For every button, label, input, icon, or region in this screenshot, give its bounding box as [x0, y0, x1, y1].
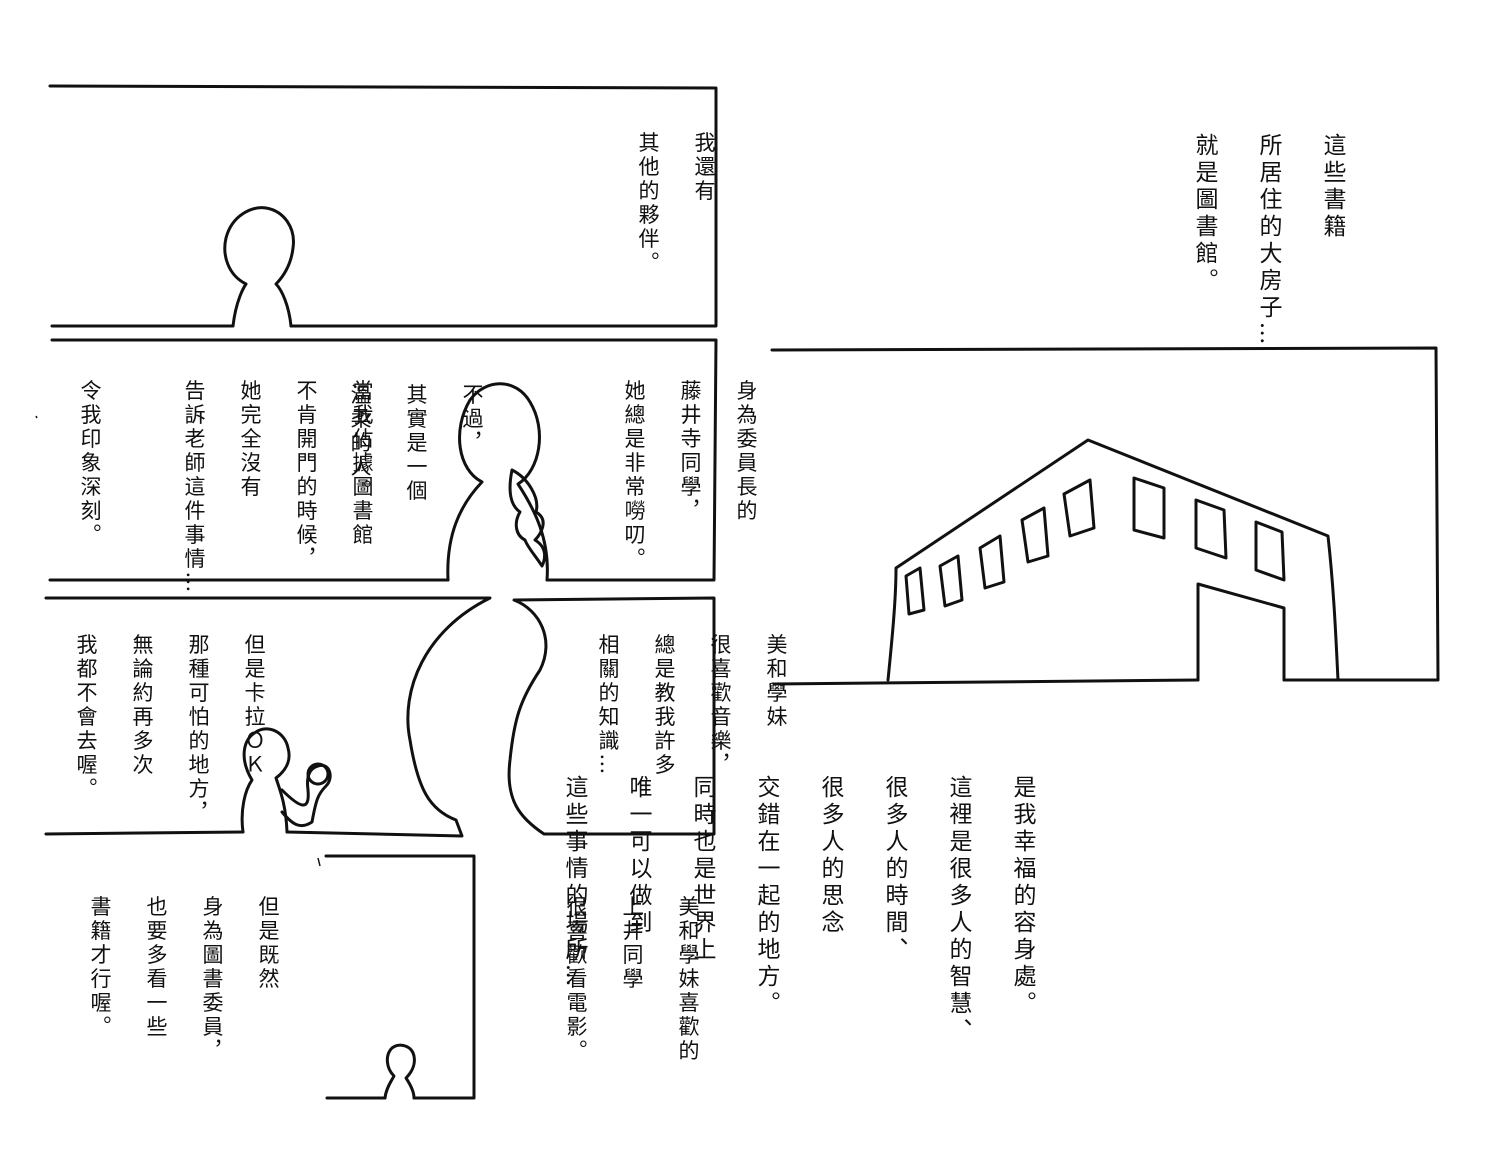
line: 這些事情的場所…	[561, 774, 587, 991]
bottom-caption-left: 但是既然 身為圖書委員， 也要多看一些 書籍才行喔。	[86, 876, 310, 1063]
library-entrance	[1196, 582, 1286, 682]
narration-library-top: 這些書籍 所居住的大房子… 就是圖書館。	[1188, 110, 1380, 349]
bottom-caption-right: 美和學妹喜歡的 上井同學 很喜歡看電影。	[562, 876, 730, 1063]
line: 其實是一個	[404, 383, 428, 504]
line: 是我幸福的容身處。	[1009, 774, 1035, 1018]
panel-3-left-border	[44, 596, 492, 838]
line: 很喜歡看電影。	[564, 895, 588, 1064]
panel-2-caption-left: 當我佔據圖書館 不肯開門的時候， 她完全沒有 告訴老師這件事情…	[180, 360, 404, 595]
panel-2-caption-far-left: 令我印象深刻。	[76, 360, 132, 547]
silhouette-with-mic	[240, 727, 291, 834]
window-2	[938, 554, 964, 608]
line: 不肯開門的時候，	[294, 379, 318, 572]
line: 告訴老師這件事情…	[182, 379, 206, 596]
line: 當我佔據圖書館	[350, 379, 374, 548]
panel-3-caption-right: 美和學妹 很喜歡音樂， 總是教我許多 相關的知識…	[594, 614, 818, 777]
window-7	[1194, 498, 1228, 560]
window-8	[1254, 520, 1286, 582]
line: 她完全沒有	[238, 379, 262, 500]
panel-2-caption-middle: 不過， 其實是一個 溫柔的人。	[346, 364, 514, 503]
window-5	[1062, 478, 1096, 538]
line: 也要多看一些	[144, 895, 168, 1040]
line: 總是教我許多	[652, 633, 676, 778]
line: 不過，	[460, 383, 484, 456]
silhouette-fujiidera	[446, 382, 549, 582]
line: 我都不會去喔。	[74, 633, 98, 802]
panel-4-border	[324, 854, 476, 1100]
silhouette-student-1	[223, 206, 295, 328]
window-3	[978, 534, 1006, 590]
library-panel-border	[770, 346, 1440, 686]
line: 身為圖書委員，	[200, 895, 224, 1064]
braid	[508, 468, 547, 568]
mic-arm	[280, 763, 332, 828]
microphone	[306, 762, 330, 786]
narration-library-bottom: 是我幸福的容身處。 這裡是很多人的智慧、 很多人的時間、 很多人的思念 交錯在一…	[558, 752, 1070, 1045]
line: 同時也是世界上	[689, 774, 715, 964]
line: 書籍才行喔。	[88, 895, 112, 1040]
line: 很多人的思念	[817, 774, 843, 937]
line: 她總是非常嘮叨。	[622, 379, 646, 572]
line: 唯一可以做到	[625, 774, 651, 937]
silhouette-student-2	[383, 1043, 416, 1100]
line: 溫柔的人。	[348, 383, 372, 504]
line: 美和學妹	[764, 633, 788, 730]
window-6	[1132, 476, 1166, 540]
panel-1-caption: 我還有 其他的夥伴。	[634, 112, 746, 275]
line: 這裡是很多人的智慧、	[945, 774, 971, 1045]
line: 令我印象深刻。	[78, 379, 102, 548]
panel-2-border	[48, 338, 718, 582]
line: 我還有	[692, 131, 716, 204]
line: 其他的夥伴。	[636, 131, 660, 276]
panel-2-caption-right: 身為委員長的 藤井寺同學， 她總是非常嘮叨。	[620, 360, 788, 571]
line: 所居住的大房子…	[1255, 132, 1281, 349]
line: 但是既然	[256, 895, 280, 992]
panel-3-caption-left: 但是卡拉ＯＫ 那種可怕的地方， 無論約再多次 我都不會去喔。	[72, 614, 296, 825]
panel-1-border	[48, 84, 718, 328]
line: 上井同學	[620, 895, 644, 992]
line: 很喜歡音樂，	[708, 633, 732, 778]
window-4	[1020, 506, 1050, 564]
panel-3-right-border	[507, 596, 716, 836]
line: 無論約再多次	[130, 633, 154, 778]
line: 這些書籍	[1319, 132, 1345, 241]
line: 那種可怕的地方，	[186, 633, 210, 826]
line: 美和學妹喜歡的	[676, 895, 700, 1064]
line: 很多人的時間、	[881, 774, 907, 964]
line: 就是圖書館。	[1191, 132, 1217, 295]
library-building	[886, 438, 1340, 682]
line: 相關的知識…	[596, 633, 620, 778]
line: 身為委員長的	[734, 379, 758, 524]
line: 藤井寺同學，	[678, 379, 702, 524]
window-1	[904, 566, 926, 616]
line: 交錯在一起的地方。	[753, 774, 779, 1018]
line: 但是卡拉ＯＫ	[242, 633, 266, 778]
